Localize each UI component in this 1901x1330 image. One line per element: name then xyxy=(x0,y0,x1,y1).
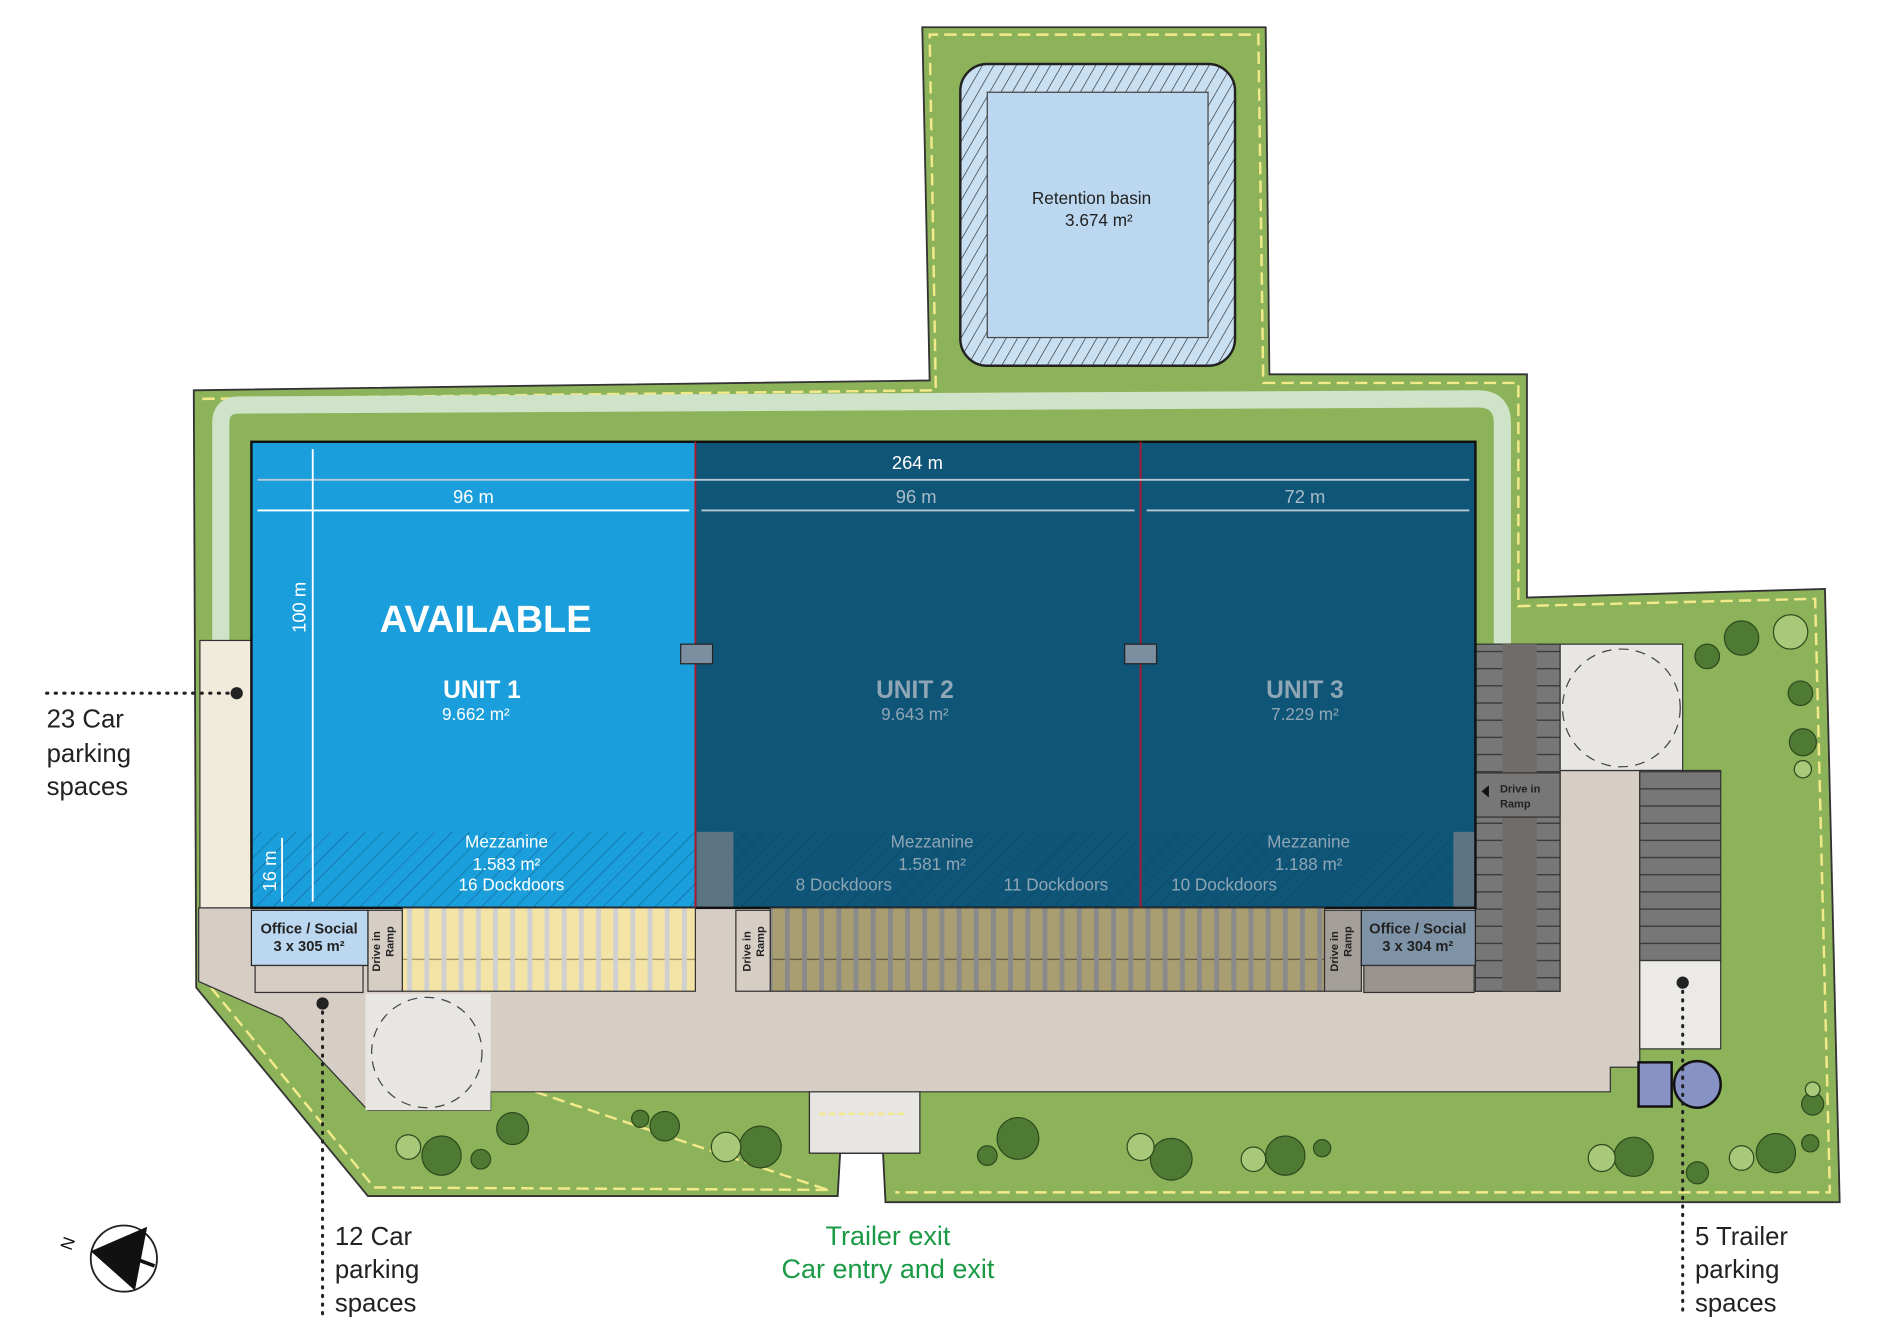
office-unit-3[interactable] xyxy=(1360,909,1477,967)
trailer-parking xyxy=(1639,769,1722,962)
unit-3-mezz-area: 1.188 m² xyxy=(1275,854,1343,874)
access-road xyxy=(808,1091,921,1154)
column-marker xyxy=(1124,643,1158,665)
trailer-parking-light xyxy=(1639,959,1722,1050)
office-unit-1[interactable] xyxy=(250,909,369,967)
stair-core-2 xyxy=(696,831,734,908)
unit-2-docks: 8 Dockdoors xyxy=(796,875,892,895)
ramp-1-label-2: Ramp xyxy=(385,926,397,957)
utility-box xyxy=(1637,1061,1673,1108)
unit-3-docks-b: 10 Dockdoors xyxy=(1171,875,1277,895)
ramp-arrow-icon xyxy=(1481,785,1489,798)
left-parking-line-2: parking xyxy=(47,740,131,768)
unit-2-area-label: 9.643 m² xyxy=(881,704,949,724)
unit-3-docks-a: 11 Dockdoors xyxy=(1004,875,1109,895)
left-parking-line-3: spaces xyxy=(47,773,129,801)
dim-depth: 100 m xyxy=(288,582,309,633)
unit-2-mezz-area: 1.581 m² xyxy=(898,854,966,874)
unit-1-area[interactable] xyxy=(251,441,696,908)
office-1-area: 3 x 305 m² xyxy=(274,939,345,955)
dim-total-width: 264 m xyxy=(892,452,943,473)
column-marker xyxy=(680,643,714,665)
unit-2-area[interactable] xyxy=(695,441,1141,908)
mezzanine-band xyxy=(251,831,1476,908)
ramp-right-label-1: Drive in xyxy=(1500,784,1541,796)
unit-2-mezz-label: Mezzanine xyxy=(891,832,974,852)
unit-3-mezz-label: Mezzanine xyxy=(1267,832,1350,852)
unit-3-name: UNIT 3 xyxy=(1266,677,1344,704)
unit-1-mezz-area: 1.583 m² xyxy=(473,854,541,874)
bottom-parking-line-2: parking xyxy=(335,1256,419,1284)
trailer-parking-line-2: parking xyxy=(1695,1256,1779,1284)
ramp-2-label-2: Ramp xyxy=(755,926,767,957)
unit-3-area-label: 7.229 m² xyxy=(1271,704,1339,724)
turning-area-right xyxy=(1559,643,1684,772)
bottom-parking-line-1: 12 Car xyxy=(335,1223,413,1251)
callout-dot xyxy=(316,997,329,1010)
unit-1-name: UNIT 1 xyxy=(443,677,521,704)
callout-dot xyxy=(230,687,243,700)
unit-3-area[interactable] xyxy=(1140,441,1476,908)
trees xyxy=(395,614,1825,1185)
left-car-parking xyxy=(199,639,253,909)
ramp-right-label-2: Ramp xyxy=(1500,798,1531,810)
ramp-1-label-1: Drive in xyxy=(371,931,383,972)
office-2-label: Office / Social xyxy=(1369,922,1466,938)
office-parking-3 xyxy=(1363,964,1475,994)
ramp-2-label-1: Drive in xyxy=(742,931,754,972)
utility-tank xyxy=(1672,1059,1722,1109)
compass-north-label: N xyxy=(56,1234,79,1252)
trailer-parking-line-1: 5 Trailer xyxy=(1695,1223,1788,1251)
office-parking-1 xyxy=(254,964,364,994)
left-parking-line-1: 23 Car xyxy=(47,706,125,734)
stair-core-3 xyxy=(1453,831,1476,908)
callout-leaders xyxy=(45,691,1685,1317)
boundary-dash xyxy=(202,33,1832,1194)
dock-area-unit-1 xyxy=(401,907,697,992)
dimension-lines xyxy=(257,449,1470,902)
ramp-unit-1 xyxy=(367,909,403,992)
dim-unit1-width: 96 m xyxy=(453,486,494,507)
dim-unit2-width: 96 m xyxy=(896,486,937,507)
dim-unit3-width: 72 m xyxy=(1285,486,1326,507)
turning-circle-right xyxy=(1561,648,1681,768)
dock-area-units-2-3 xyxy=(769,907,1326,992)
unit-1-docks: 16 Dockdoors xyxy=(459,875,565,895)
unit-2-name: UNIT 2 xyxy=(876,677,954,704)
unit-1-mezz-label: Mezzanine xyxy=(465,832,548,852)
office-2-area: 3 x 304 m² xyxy=(1382,939,1453,955)
perimeter-road xyxy=(212,390,1511,645)
unit-1-status: AVAILABLE xyxy=(380,599,592,641)
ramp-3-label-1: Drive in xyxy=(1329,931,1341,972)
ramp-unit-3 xyxy=(1323,909,1362,992)
basin-area: 3.674 m² xyxy=(1065,210,1133,230)
turning-circle-left xyxy=(371,996,483,1109)
turning-area-left xyxy=(365,993,491,1111)
retention-basin: Retention basin 3.674 m² xyxy=(959,62,1237,367)
callout-dot xyxy=(1676,976,1689,989)
north-compass-icon: N xyxy=(56,1224,158,1293)
office-1-label: Office / Social xyxy=(260,922,357,938)
unit-1-area-label: 9.662 m² xyxy=(442,704,510,724)
trailer-parking-line-3: spaces xyxy=(1695,1289,1777,1317)
access-label-2: Car entry and exit xyxy=(782,1254,995,1284)
access-label-1: Trailer exit xyxy=(826,1221,951,1251)
basin-title: Retention basin xyxy=(1032,188,1151,208)
bottom-parking-line-3: spaces xyxy=(335,1289,417,1317)
ramp-3-label-2: Ramp xyxy=(1343,926,1355,957)
dim-mezz-depth: 16 m xyxy=(259,851,280,892)
ramp-unit-2 xyxy=(735,909,771,992)
